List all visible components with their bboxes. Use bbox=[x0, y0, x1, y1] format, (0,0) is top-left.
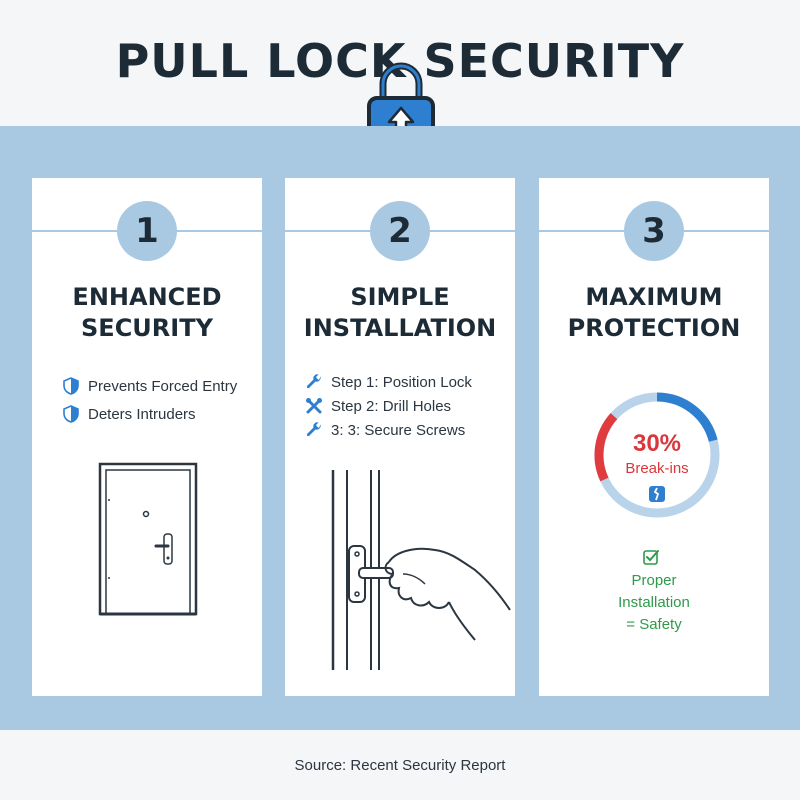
card-title-line: MAXIMUM bbox=[585, 283, 723, 311]
steps-list: Step 1: Position Lock Step 2: Drill Hole… bbox=[305, 370, 472, 442]
step-number-badge: 2 bbox=[370, 201, 430, 261]
break-ins-label: Break-ins bbox=[625, 460, 689, 477]
list-item: Prevents Forced Entry bbox=[62, 374, 237, 398]
card-title-line: ENHANCED bbox=[72, 283, 222, 311]
safety-note: Proper Installation = Safety bbox=[539, 548, 769, 636]
safety-line: Proper bbox=[539, 548, 769, 592]
safety-line-text: Proper bbox=[631, 572, 677, 589]
list-item-label: Step 2: Drill Holes bbox=[331, 397, 452, 415]
shield-icon bbox=[63, 377, 79, 395]
hand-pull-lock-illustration bbox=[331, 470, 511, 670]
card-enhanced-security: 1 ENHANCED SECURITY Prevents Forced Entr… bbox=[32, 178, 262, 696]
door-illustration bbox=[98, 462, 198, 616]
list-item: Step 1: Position Lock bbox=[305, 370, 472, 394]
break-ins-percent: 30% bbox=[632, 430, 682, 457]
safety-line: = Safety bbox=[626, 616, 682, 633]
list-item-label: Prevents Forced Entry bbox=[88, 377, 238, 395]
card-title-line: INSTALLATION bbox=[303, 314, 497, 342]
feature-list: Prevents Forced Entry Deters Intruders bbox=[62, 374, 237, 426]
card-title: SIMPLE INSTALLATION bbox=[285, 282, 515, 344]
tools-cross-icon bbox=[306, 398, 322, 414]
safety-line: Installation bbox=[618, 594, 690, 611]
gauge-arc-blue bbox=[594, 392, 720, 518]
broken-lock-icon bbox=[649, 486, 665, 502]
card-title-line: PROTECTION bbox=[567, 314, 741, 342]
card-title-line: SIMPLE bbox=[350, 283, 450, 311]
list-item-label: Deters Intruders bbox=[88, 405, 196, 423]
wrench-icon bbox=[306, 374, 321, 389]
wrench-icon bbox=[306, 422, 321, 437]
list-item: Step 2: Drill Holes bbox=[305, 394, 472, 418]
shield-icon bbox=[63, 405, 79, 423]
card-title: ENHANCED SECURITY bbox=[32, 282, 262, 344]
source-note: Source: Recent Security Report bbox=[294, 757, 506, 774]
list-item: Deters Intruders bbox=[62, 402, 237, 426]
card-title-line: SECURITY bbox=[81, 314, 213, 342]
card-title: MAXIMUM PROTECTION bbox=[539, 282, 769, 344]
checkbox-checked-icon bbox=[643, 550, 659, 565]
page-title: PULL LOCK SECURITY bbox=[115, 34, 685, 88]
break-ins-gauge bbox=[594, 392, 720, 518]
step-number-badge: 3 bbox=[624, 201, 684, 261]
card-simple-installation: 2 SIMPLE INSTALLATION Step 1: Position L… bbox=[285, 178, 515, 696]
step-number-badge: 1 bbox=[117, 201, 177, 261]
card-maximum-protection: 3 MAXIMUM PROTECTION 30% Break-ins Prope… bbox=[539, 178, 769, 696]
list-item-label: Step 1: Position Lock bbox=[331, 373, 472, 391]
list-item-label: 3: 3: Secure Screws bbox=[331, 421, 466, 439]
list-item: 3: 3: Secure Screws bbox=[305, 418, 472, 442]
